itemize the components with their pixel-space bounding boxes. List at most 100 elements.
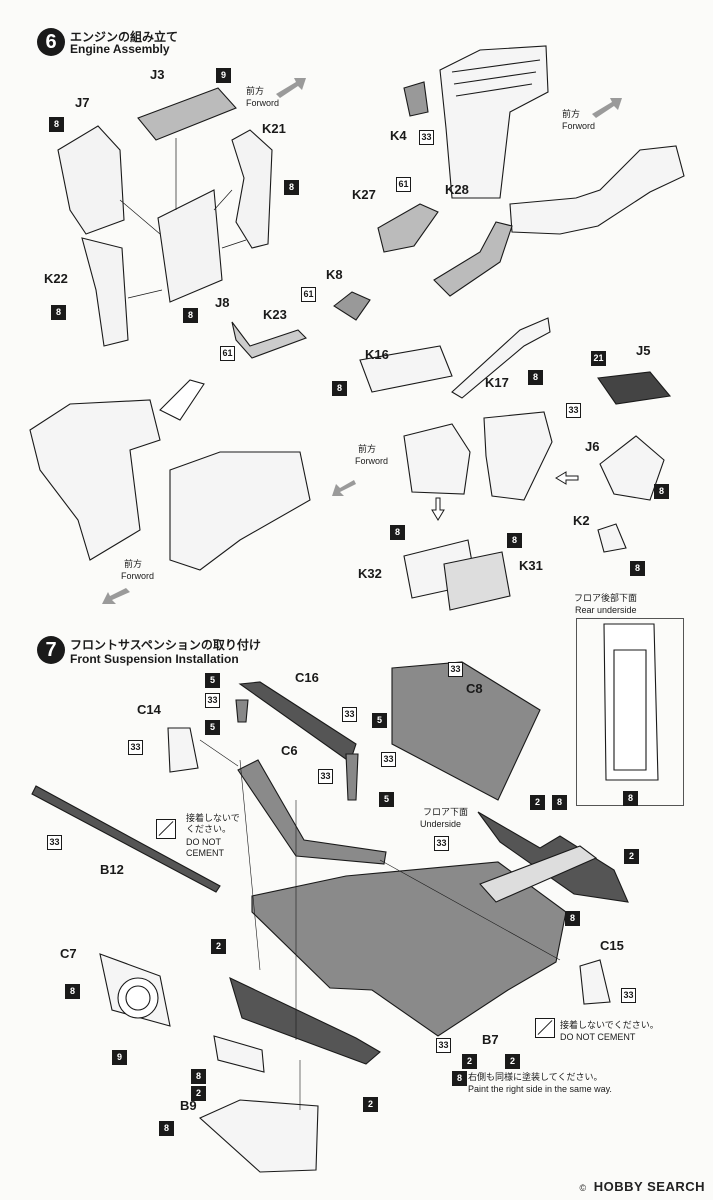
paint-code-badge: 5 [205,673,220,688]
paint-code-badge: 2 [530,795,545,810]
part-label-k8: K8 [326,267,343,282]
paint-code-badge: 33 [448,662,463,677]
forward-label-en: Forword [246,98,280,108]
paint-code-badge: 8 [654,484,669,499]
part-k21-drawing [231,129,273,249]
paint-code-badge: 9 [216,68,231,83]
paint-code-badge: 8 [183,308,198,323]
airbox-drawing [403,423,471,495]
part-label-k21: K21 [262,121,286,136]
step-number: 7 [37,636,65,664]
engine-block-top-drawing [439,45,549,199]
paint-code-badge: 5 [379,792,394,807]
step-title-en: Front Suspension Installation [70,652,239,666]
paint-code-badge: 8 [390,525,405,540]
part-c15-drawing [579,959,611,1005]
forward-label-jp: 前方 [358,444,377,454]
paint-code-badge: 33 [342,707,357,722]
brand-name: HOBBY SEARCH [593,1179,705,1194]
rear-underside-inner-drawing [603,623,659,781]
engine-assembled-drawing [29,379,311,571]
part-c7-drawing [99,953,171,1027]
part-k8-drawing [333,291,371,321]
paint-code-badge: 61 [396,177,411,192]
paint-code-badge: 2 [363,1097,378,1112]
part-label-j5: J5 [636,343,651,358]
paint-code-badge: 2 [505,1054,520,1069]
part-k27-drawing [377,203,439,253]
part-j5-drawing [597,371,672,405]
part-label-c16: C16 [295,670,319,685]
part-k22-drawing [81,237,129,347]
part-j3-drawing [137,87,237,141]
part-label-b9: B9 [180,1098,197,1113]
no-cement-jp: 接着しないでください。 [186,813,240,834]
part-j7-drawing [57,125,125,235]
paint-code-badge: 2 [191,1086,206,1101]
paint-code-badge: 8 [51,305,66,320]
part-k23-drawing [231,321,307,359]
forward-label-en: Forword [355,456,389,466]
part-label-k4: K4 [390,128,407,143]
part-label-k17: K17 [485,375,509,390]
paint-code-badge: 8 [552,795,567,810]
paint-code-badge: 61 [220,346,235,361]
paint-code-badge: 61 [301,287,316,302]
part-label-k23: K23 [263,307,287,322]
paint-code-badge: 33 [128,740,143,755]
part-label-j6: J6 [585,439,600,454]
part-label-c6: C6 [281,743,298,758]
brand-watermark: © HOBBY SEARCH [580,1179,705,1194]
exhaust-headers-drawing [509,145,685,235]
part-label-k22: K22 [44,271,68,286]
paint-code-badge: 8 [159,1121,174,1136]
part-label-b7: B7 [482,1032,499,1047]
no-cement-icon [535,1018,555,1038]
paint-code-badge: 33 [436,1038,451,1053]
forward-label-jp: 前方 [124,559,143,569]
paint-code-badge: 21 [591,351,606,366]
part-label-k2: K2 [573,513,590,528]
rear-underside-box [576,618,684,806]
paint-code-badge: 8 [191,1069,206,1084]
floor-underside-en: Underside [420,819,462,829]
paint-note-en: Paint the right side in the same way. [468,1084,612,1094]
paint-code-badge: 2 [462,1054,477,1069]
paint-code-badge: 5 [372,713,387,728]
forward-label-jp: 前方 [562,109,581,119]
part-label-k16: K16 [365,347,389,362]
part-j6-drawing [599,435,665,501]
step-title-en: Engine Assembly [70,42,170,56]
paint-code-badge: 33 [381,752,396,767]
paint-code-badge: 33 [318,769,333,784]
part-c14-drawing [167,727,199,773]
rear-underside-en: Rear underside [575,605,637,615]
step-title-jp: フロントサスペンションの取り付け [70,638,261,652]
part-label-b12: B12 [100,862,124,877]
part-label-j7: J7 [75,95,90,110]
paint-code-badge: 8 [284,180,299,195]
paint-note-jp: 右側も同様に塗装してください。 [468,1072,603,1082]
copyright-mark: © [579,1183,587,1193]
part-c16-drawing [235,681,359,801]
no-cement-jp: 接着しないでください。 [560,1020,659,1030]
floor-underside-jp: フロア下面 [423,807,469,817]
paint-code-badge: 33 [47,835,62,850]
intake-drawing [483,411,553,501]
part-label-k31: K31 [519,558,543,573]
no-cement-en: DO NOT CEMENT [560,1032,636,1042]
no-cement-en-line1: DO NOT [186,837,221,847]
paint-code-badge: 8 [507,533,522,548]
paint-code-badge: 8 [332,381,347,396]
forward-label-en: Forword [121,571,155,581]
paint-code-badge: 8 [65,984,80,999]
part-b12-drawing [31,785,221,893]
rear-frame-drawing [477,811,629,903]
floor-panel-drawing [251,861,567,1037]
paint-code-badge: 8 [452,1071,467,1086]
paint-code-badge: 9 [112,1050,127,1065]
paint-code-badge: 8 [528,370,543,385]
forward-label-jp: 前方 [246,86,265,96]
forward-arrows [102,78,622,604]
